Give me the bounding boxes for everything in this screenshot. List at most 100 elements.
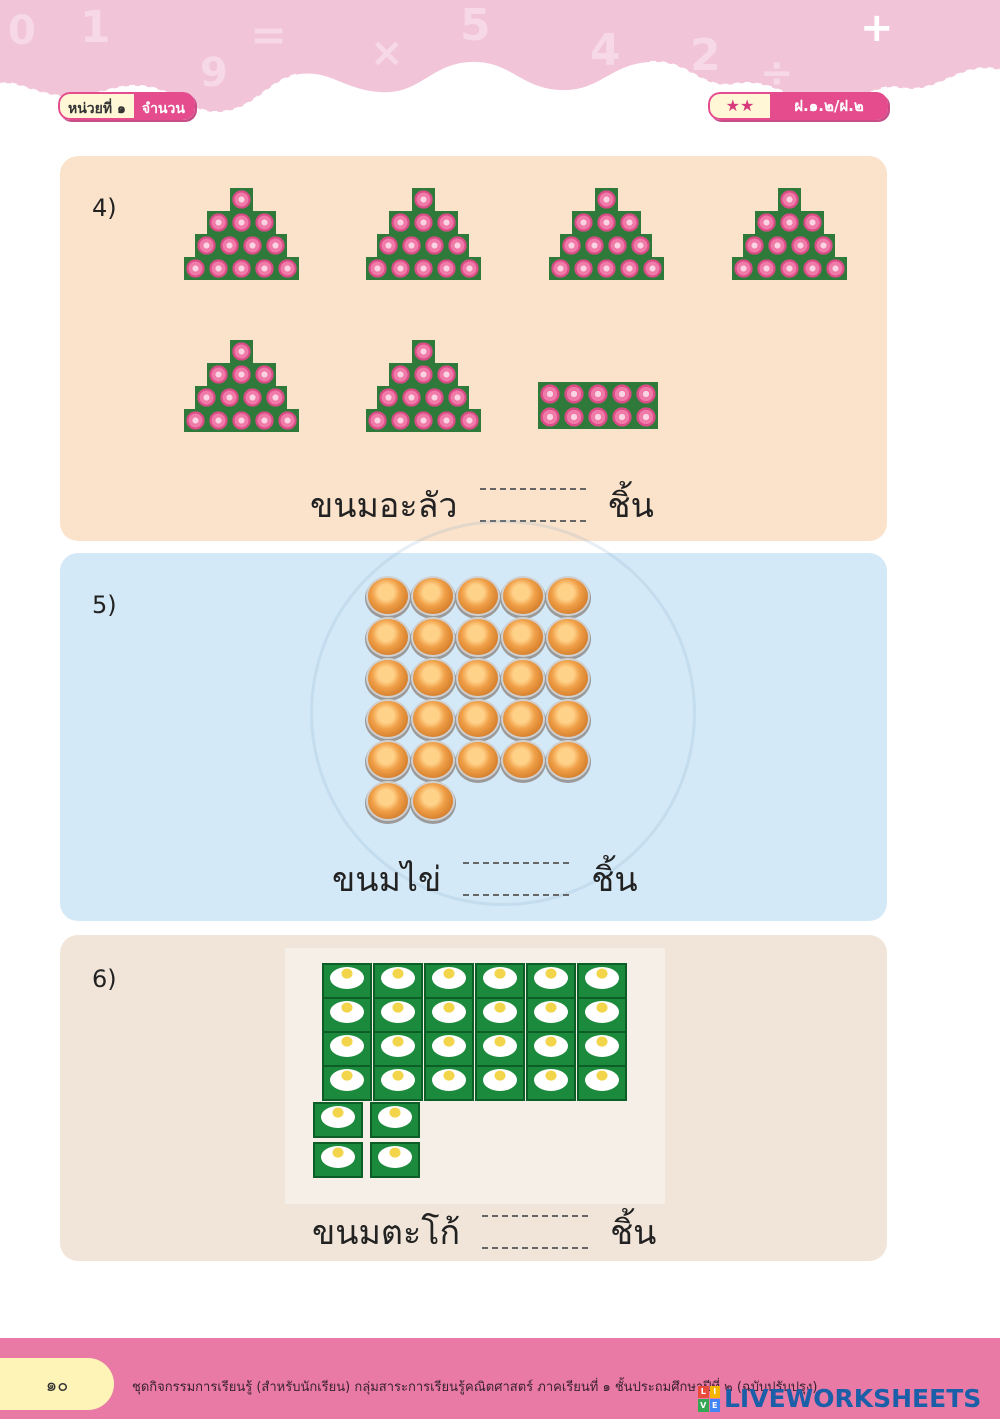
item-label: ขนมตะโก้ <box>312 1213 461 1253</box>
alua-piece <box>800 257 824 280</box>
khanom-tako-piece <box>373 1065 423 1101</box>
decor-symbol: × <box>370 30 404 76</box>
alua-pyramid <box>545 188 667 280</box>
khanom-tako-piece <box>373 997 423 1033</box>
alua-piece <box>610 382 634 406</box>
khanom-khai-piece <box>413 578 453 614</box>
khanom-tako-piece <box>322 997 372 1033</box>
khanom-khai-piece <box>458 660 498 696</box>
alua-piece <box>377 234 400 257</box>
khanom-tako-piece <box>424 1031 474 1067</box>
khanom-tako-piece <box>475 963 525 999</box>
alua-piece <box>457 257 481 280</box>
page-number: ๑๐ <box>0 1358 114 1410</box>
khanom-tako-piece <box>526 997 576 1033</box>
alua-piece <box>446 234 469 257</box>
khanom-khai-piece <box>413 660 453 696</box>
alua-piece <box>423 386 446 409</box>
alua-piece <box>766 234 789 257</box>
liveworksheets-badge-icon: L I V E <box>698 1385 720 1412</box>
khanom-tako-piece <box>475 1031 525 1067</box>
alua-piece <box>800 211 824 234</box>
alua-piece <box>754 211 778 234</box>
khanom-tako-piece <box>577 1065 627 1101</box>
decor-digit: 2 <box>690 30 721 81</box>
answer-line-6: ขนมตะโก้ ชิ้น <box>312 1205 656 1259</box>
khanom-khai-piece <box>548 701 588 737</box>
alua-piece <box>777 211 801 234</box>
alua-piece <box>218 386 241 409</box>
alua-piece <box>562 405 586 429</box>
khanom-khai-piece <box>458 701 498 737</box>
khanom-khai-piece <box>368 783 408 819</box>
khanom-tako-piece <box>577 997 627 1033</box>
footer-text: ชุดกิจกรรมการเรียนรู้ (สำหรับนักเรียน) ก… <box>132 1380 818 1395</box>
item-label: ขนมอะลัว <box>310 486 458 526</box>
khanom-khai-piece <box>458 578 498 614</box>
liveworksheets-logo[interactable]: L I V E LIVEWORKSHEETS <box>698 1384 981 1413</box>
answer-line-4: ขนมอะลัว ชิ้น <box>310 478 654 532</box>
khanom-khai-piece <box>548 660 588 696</box>
alua-piece <box>275 409 299 432</box>
khanom-tako-piece <box>370 1102 420 1138</box>
alua-piece <box>183 257 207 280</box>
alua-rows <box>538 382 658 429</box>
alua-piece <box>229 211 253 234</box>
alua-piece <box>229 409 253 432</box>
alua-piece <box>252 257 276 280</box>
alua-piece <box>634 382 658 406</box>
khanom-khai-piece <box>503 701 543 737</box>
standard-code: ฝ.๑.๒/ฝ.๒ <box>770 92 888 120</box>
alua-pyramid <box>728 188 850 280</box>
alua-piece <box>434 257 458 280</box>
khanom-khai-piece <box>548 742 588 778</box>
khanom-khai-piece <box>548 578 588 614</box>
khanom-tako-piece <box>577 963 627 999</box>
alua-piece <box>411 257 435 280</box>
khanom-khai-piece <box>503 660 543 696</box>
decor-digit: 1 <box>80 2 111 53</box>
alua-piece <box>754 257 778 280</box>
alua-piece <box>594 211 618 234</box>
alua-piece <box>411 340 435 363</box>
khanom-tako-piece <box>424 963 474 999</box>
khanom-khai-piece <box>368 660 408 696</box>
khanom-khai-piece <box>548 619 588 655</box>
khanom-khai-piece <box>368 742 408 778</box>
khanom-khai-piece <box>458 742 498 778</box>
khanom-khai-piece <box>368 701 408 737</box>
liveworksheets-wordmark: LIVEWORKSHEETS <box>724 1384 982 1413</box>
answer-blank-4[interactable] <box>479 488 586 522</box>
unit-label: ชิ้น <box>607 486 654 526</box>
khanom-khai-piece <box>503 742 543 778</box>
alua-piece <box>377 386 400 409</box>
alua-piece <box>252 409 276 432</box>
alua-piece <box>571 211 595 234</box>
item-label: ขนมไข่ <box>332 860 442 900</box>
question-card-4: 4) <box>60 156 887 541</box>
alua-piece <box>562 382 586 406</box>
khanom-khai-piece <box>368 578 408 614</box>
khanom-tako-piece <box>313 1142 363 1178</box>
answer-blank-5[interactable] <box>463 862 570 896</box>
alua-piece <box>229 257 253 280</box>
alua-piece <box>252 363 276 386</box>
alua-piece <box>388 363 412 386</box>
unit-badge: หน่วยที่ ๑ จำนวน <box>58 92 195 120</box>
alua-piece <box>777 188 801 211</box>
khanom-khai-piece <box>503 578 543 614</box>
decor-digit: 9 <box>200 50 228 96</box>
khanom-tako-piece <box>526 963 576 999</box>
alua-piece <box>229 188 253 211</box>
alua-piece <box>229 363 253 386</box>
khanom-tako-piece <box>475 997 525 1033</box>
alua-piece <box>610 405 634 429</box>
difficulty-stars: ★★ <box>708 92 770 120</box>
alua-piece <box>583 234 606 257</box>
answer-blank-6[interactable] <box>482 1215 589 1249</box>
alua-piece <box>789 234 812 257</box>
alua-piece <box>548 257 572 280</box>
alua-piece <box>731 257 755 280</box>
page-header: 0 1 9 = × 5 4 2 ÷ + หน่วยที่ ๑ จำนวน ★★ … <box>0 0 1000 150</box>
alua-piece <box>206 211 230 234</box>
